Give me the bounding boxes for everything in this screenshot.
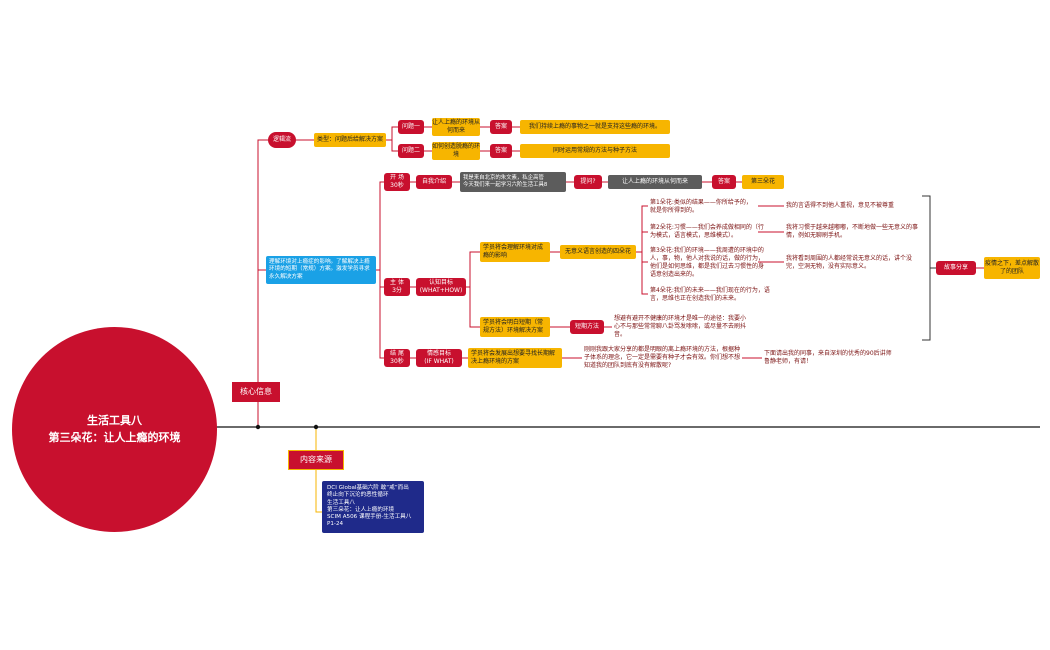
question-one-tag: 问题一 <box>398 120 424 134</box>
title-circle: 生活工具八 第三朵花：让人上瘾的环境 <box>12 327 217 532</box>
ending-node[interactable]: 结 尾 30秒 <box>384 349 410 367</box>
learning-goal-node: 理解环境对上瘾症的影响。了解解决上瘾环境的短期（常规）方案。激发学员寻求永久解决… <box>266 256 376 284</box>
long-term-solution-node: 学员将会发展出想要寻找长期解决上瘾环境的方案 <box>468 348 562 368</box>
story-share-node[interactable]: 故事分享 <box>936 261 976 275</box>
next-speaker-text: 下面请出我的同事，来自深圳的优秀的90后讲师鲁静老师，有请！ <box>764 350 892 365</box>
answer-two-tag: 答案 <box>490 144 512 158</box>
flower-one-result: 我的言语得不到他人重视，意见不被尊重 <box>786 202 895 210</box>
flower-three-text: 第3朵花:我们的环境——我周遭的环境中的人，事，物，他人对我说的话，做的行为，他… <box>650 247 765 278</box>
source-node[interactable]: 内容来源 <box>288 450 344 470</box>
answer-one-text: 我们持续上瘾的事物之一就是支持这些瘾的环境。 <box>520 120 670 134</box>
opening-answer-tag: 答案 <box>712 175 736 189</box>
flower-four-text: 第4朵花:我们的未来——我们现在的行为，语言，思维也正在创造我们的未来。 <box>650 287 770 302</box>
logic-flow-node[interactable]: 逻辑流 <box>268 132 296 148</box>
flower-three-result: 我将看到周围的人都经常说无意义的话，讲个没完，空洞无物，没有实际意义。 <box>786 255 913 270</box>
cognitive-goal-node: 认知目标 (WHAT+HOW) <box>416 278 466 296</box>
opening-answer-text: 第三朵花 <box>742 175 784 189</box>
answer-two-text: 同时运用常规的方法与种子方法 <box>520 144 670 158</box>
answer-one-tag: 答案 <box>490 120 512 134</box>
closing-question-text: 刚刚我跟大家分享的都是明眼的离上瘾环境的方法，根据种子体系的理念，它一定是需要有… <box>584 346 741 369</box>
emotional-goal-node: 情感目标 (IF WHAT) <box>416 349 462 367</box>
question-one-text: 让人上瘾的环境从何而来 <box>432 118 481 136</box>
core-info-node[interactable]: 核心信息 <box>232 382 280 402</box>
flower-two-result: 我将习惯于越来越嘟嘟，不断地做一些无意义的事情，例如无聊刷手机。 <box>786 224 919 239</box>
opening-node[interactable]: 开 场 30秒 <box>384 173 410 191</box>
question-two-text: 如何创造脱瘾的环境 <box>432 142 481 160</box>
story-text: 疫情之下，差点解散了的团队 <box>984 257 1040 279</box>
source-text-box: DCI Global基础六阶 敢“戒”而出 终止向下沉沦的恶性循环 生活工具八 … <box>322 481 424 533</box>
short-term-method-node: 短期方法 <box>570 320 604 334</box>
self-intro-node: 自我介绍 <box>416 175 452 189</box>
ask-node: 提问? <box>574 175 602 189</box>
short-term-method-text: 想避有避开不健康的环境才是唯一的途径：我要小心不与那些常常聊八卦骂发嗦嗦，或尽量… <box>614 315 747 338</box>
short-term-solution-node: 学员将会明白短期（常规方法）环境解决方案 <box>480 317 550 337</box>
four-flowers-node: 无意义语言创造的四朵花 <box>560 245 636 259</box>
main-body-node[interactable]: 主 体 3分 <box>384 278 410 296</box>
logic-type-node: 类型：问题后给解决方案 <box>314 133 386 147</box>
question-two-tag: 问题二 <box>398 144 424 158</box>
understand-environment-node: 学员将会理解环境对成瘾的影响 <box>480 242 550 262</box>
ask-text: 让人上瘾的环境从何而来 <box>608 175 702 189</box>
self-intro-text: 我是来自北京的朱文素，私企高管 今天我们来一起学习六阶生活工具8 <box>460 172 566 192</box>
flower-two-text: 第2朵花:习惯——我们会养成做相同的（行为模式，语言模式，思维模式）。 <box>650 224 764 239</box>
flower-one-text: 第1朵花:类似的结果——你所给予的，就是你所得到的。 <box>650 199 752 214</box>
